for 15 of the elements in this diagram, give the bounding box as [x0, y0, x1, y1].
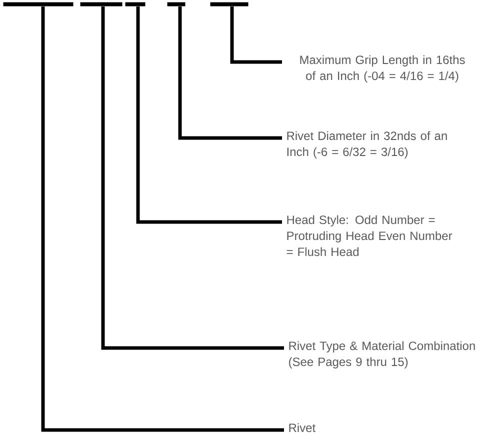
annotation-text: Head Style: Odd Number = Protruding Head Even Number = Flush Head	[286, 215, 452, 256]
annotation-text: Rivet	[289, 423, 316, 432]
leader-line	[230, 6, 282, 64]
leader-line	[41, 6, 284, 432]
blank-bar	[80, 2, 122, 6]
blank-bar	[125, 2, 146, 6]
leader-line	[101, 6, 284, 350]
annotation-text: Rivet Diameter in 32nds of an Inch (-6 = 6/32 = 3/16)	[287, 131, 447, 158]
blank-bar	[3, 2, 74, 6]
blank-bar	[210, 2, 248, 6]
annotation-text: Maximum Grip Length in 16ths of an Inch (-04 = 4/16 = 1/4)	[300, 55, 465, 82]
annotation-text: Rivet Type & Material Combination (See Pages 9 thru 15)	[289, 341, 475, 368]
leader-line	[178, 6, 282, 140]
blank-bar	[167, 2, 186, 6]
leader-line	[136, 6, 282, 224]
